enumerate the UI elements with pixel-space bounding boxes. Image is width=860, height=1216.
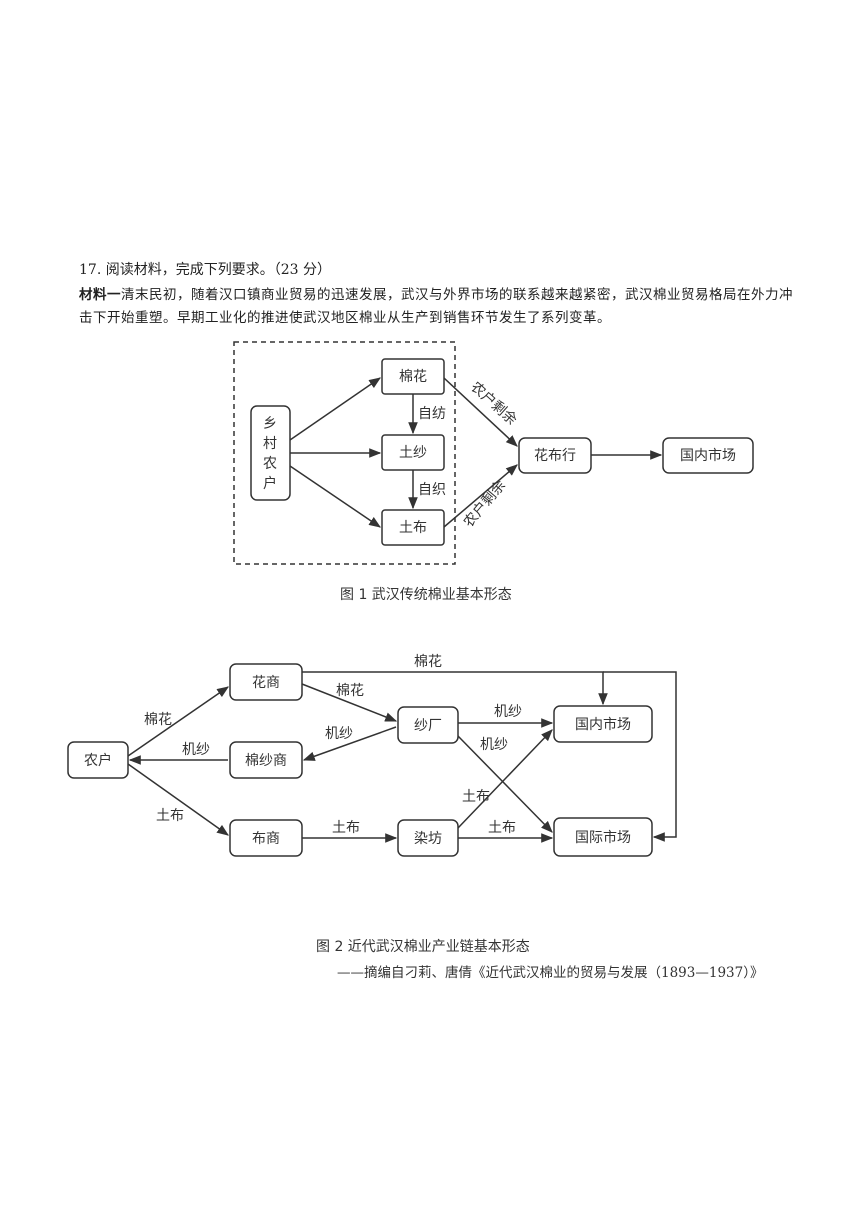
svg-text:布商: 布商 xyxy=(252,831,280,847)
fig1-yarn-node: 土纱 xyxy=(381,434,445,471)
fig1-domestic-node: 国内市场 xyxy=(662,437,754,474)
fig2-label-cloth-to-dye: 土布 xyxy=(332,820,360,836)
fig2-farmer-node: 农户 xyxy=(67,741,129,779)
svg-text:棉纱商: 棉纱商 xyxy=(245,752,287,769)
fig2-arrow-mill-international xyxy=(457,735,553,833)
fig1-label-surplus-top: 农户剩余 xyxy=(467,378,520,428)
fig1-farmer-node: 乡 村 农 户 xyxy=(250,405,291,501)
fig2-label-yarnmerchant-yarn: 机纱 xyxy=(182,742,210,758)
fig2-label-farmer-cotton: 棉花 xyxy=(144,711,172,728)
fig2-label-farmer-cloth: 土布 xyxy=(156,808,184,824)
fig1-arrow-farmer-cloth xyxy=(289,465,381,528)
fig2-arrow-farmer-cottonmerchant xyxy=(127,686,229,757)
fig2-international-node: 国际市场 xyxy=(553,817,653,857)
fig1-label-self-weave: 自织 xyxy=(418,482,446,498)
fig2-dye-node: 染坊 xyxy=(397,819,459,857)
material-text: 清末民初，随着汉口镇商业贸易的迅速发展，武汉与外界市场的联系越来越紧密，武汉棉业… xyxy=(79,287,793,326)
figure1-diagram: 乡 村 农 户 棉花 土纱 土布 花布行 国内市场 自纺 xyxy=(233,341,754,565)
farmer-household-dashed-frame xyxy=(233,341,456,565)
figure2-caption: 图 2 近代武汉棉业产业链基本形态 xyxy=(316,939,530,955)
fig2-arrow-mill-yarnmerchant xyxy=(302,726,397,761)
fig1-label-surplus-bottom: 农户剩余 xyxy=(460,477,509,531)
fig2-arrow-cottonmerchant-mill xyxy=(301,683,398,722)
fig1-arrow-cloth-shop xyxy=(443,464,518,528)
fig2-label-mill-domestic: 机纱 xyxy=(494,704,522,720)
fig2-yarn-merchant-node: 棉纱商 xyxy=(229,741,303,779)
fig2-domestic-node: 国内市场 xyxy=(553,705,653,743)
material-paragraph: 材料一清末民初，随着汉口镇商业贸易的迅速发展，武汉与外界市场的联系越来越紧密，武… xyxy=(79,284,799,330)
svg-text:土布: 土布 xyxy=(399,520,427,536)
svg-text:国际市场: 国际市场 xyxy=(575,829,631,846)
svg-text:国内市场: 国内市场 xyxy=(680,447,736,464)
fig1-cloth-node: 土布 xyxy=(381,509,445,546)
fig2-cotton-merchant-node: 花商 xyxy=(229,663,303,701)
svg-text:国内市场: 国内市场 xyxy=(575,716,631,733)
fig2-arrow-cottonmerchant-international xyxy=(603,671,677,842)
fig1-arrow-farmer-cotton xyxy=(289,377,381,441)
fig1-label-self-spin: 自纺 xyxy=(418,406,446,422)
svg-text:染坊: 染坊 xyxy=(414,831,442,847)
fig1-farmer-char1: 乡 xyxy=(263,416,277,432)
fig2-arrow-dye-domestic xyxy=(457,729,553,829)
fig2-label-mill-intl: 机纱 xyxy=(480,737,508,753)
fig2-mill-node: 纱厂 xyxy=(397,706,459,744)
material-label: 材料一 xyxy=(79,287,121,303)
fig1-farmer-char2: 村 xyxy=(263,436,277,452)
fig2-label-top-cotton: 棉花 xyxy=(414,653,442,670)
fig2-arrow-farmer-clothmerchant xyxy=(127,763,229,836)
svg-text:棉花: 棉花 xyxy=(399,368,427,385)
svg-text:花商: 花商 xyxy=(252,675,280,691)
question-title: 17. 阅读材料，完成下列要求。（23 分） xyxy=(79,262,331,278)
svg-text:农户: 农户 xyxy=(84,752,112,769)
fig1-farmer-char3: 农 xyxy=(263,456,277,472)
fig1-shop-node: 花布行 xyxy=(518,437,592,474)
svg-text:花布行: 花布行 xyxy=(534,448,576,464)
fig1-arrow-cotton-shop xyxy=(443,377,518,447)
svg-text:纱厂: 纱厂 xyxy=(414,718,442,734)
figure2-source: ——摘编自刁莉、唐倩《近代武汉棉业的贸易与发展（1893—1937）》 xyxy=(337,965,764,981)
fig2-label-dye-domestic: 土布 xyxy=(462,789,490,805)
svg-text:土纱: 土纱 xyxy=(399,445,427,461)
fig1-farmer-char4: 户 xyxy=(263,475,277,492)
fig2-cloth-merchant-node: 布商 xyxy=(229,819,303,857)
fig2-label-dye-intl: 土布 xyxy=(488,820,516,836)
fig1-cotton-node: 棉花 xyxy=(381,358,445,395)
figure1-caption: 图 1 武汉传统棉业基本形态 xyxy=(340,587,512,603)
fig2-label-mill-yarn-back: 机纱 xyxy=(325,726,353,742)
fig2-label-merchant-cotton: 棉花 xyxy=(336,682,364,699)
figure2-diagram: 农户 花商 棉纱商 布商 纱厂 染坊 国内市场 国际市场 xyxy=(67,653,677,857)
